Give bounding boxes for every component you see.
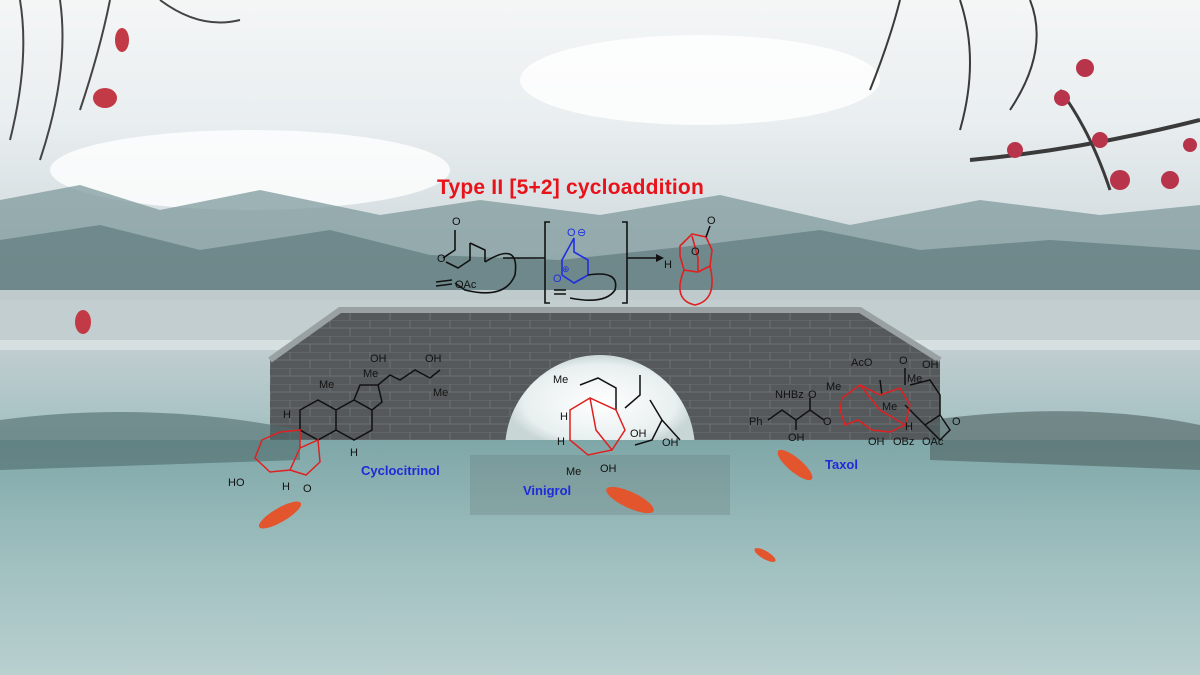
atom-label: O [691,246,700,258]
atom-label: O [553,273,562,285]
charge-label: ⊕ [562,264,570,274]
atom-label: Me [553,374,568,386]
molecule-label-vinigrol: Vinigrol [523,483,572,498]
petal [93,88,117,108]
intermediate-brackets [544,221,628,304]
atom-label: OH [630,428,647,440]
atom-label: H [905,421,913,433]
atom-label: H [557,436,565,448]
atom-label: H [283,409,291,421]
atom-label: OH [600,463,617,475]
atom-label: Me [907,373,922,385]
taxol-highlight [839,384,911,433]
atom-label: Me [826,381,841,393]
carbonyl-bond [705,225,711,238]
atom-label: Ph [749,416,762,428]
atom-label: H [560,411,568,423]
atom-label: O [808,389,817,401]
atom-label: H [664,259,672,271]
substrate-structure [435,230,517,294]
shore-left [0,412,300,470]
atom-label: OH [662,437,679,449]
atom-label: O [567,227,576,239]
atom-label: O [303,483,312,495]
atom-label: O [823,416,832,428]
atom-label: NHBz [775,389,804,401]
atom-label: OH [370,353,387,365]
plum-blossoms [1007,59,1197,190]
atom-label: Me [433,387,448,399]
atom-label: Me [319,379,334,391]
atom-label: OH [868,436,885,448]
scheme-title: Type II [5+2] cycloaddition [437,176,704,199]
atom-label: OH [922,359,939,371]
taxol-structure [767,368,951,442]
atom-label: OAc [455,279,477,291]
molecule-label-taxol: Taxol [825,457,858,472]
molecule-label-cyclocitrinol: Cyclocitrinol [361,463,440,478]
atom-label: AcO [851,357,873,369]
atom-label: H [282,481,290,493]
lake-water [0,440,1200,675]
atom-label: OBz [893,436,914,448]
atom-label: Me [363,368,378,380]
atom-label: O [952,416,961,428]
atom-label: O [437,253,446,265]
atom-label: O [707,215,716,227]
atom-label: OAc [922,436,944,448]
tether-ring [554,273,617,301]
cloud [50,130,450,210]
willow-branches-right [869,0,1200,191]
product-structure [679,233,713,306]
cloud [520,35,880,125]
cyclocitrinol-highlight [254,429,321,476]
charge-label: ⊖ [577,227,586,239]
bridge-reflection [470,455,730,515]
atom-label: Me [566,466,581,478]
atom-label: H [350,447,358,459]
arrow-head-icon [656,254,664,262]
willow-branches-left [9,0,241,161]
koi-fish [258,449,813,562]
petal [75,310,91,334]
vinigrol-structure [579,375,681,446]
atom-label: OH [425,353,442,365]
atom-label: Me [882,401,897,413]
atom-label: O [452,216,461,228]
vinigrol-highlight [569,397,626,456]
atom-label: O [899,355,908,367]
petal [115,28,129,52]
shore-right [930,411,1200,470]
bridge-railing [268,307,942,363]
cyclocitrinol-structure [299,369,441,441]
atom-label: HO [228,477,245,489]
oxidopyrylium-structure [561,237,589,284]
atom-label: OH [788,432,805,444]
